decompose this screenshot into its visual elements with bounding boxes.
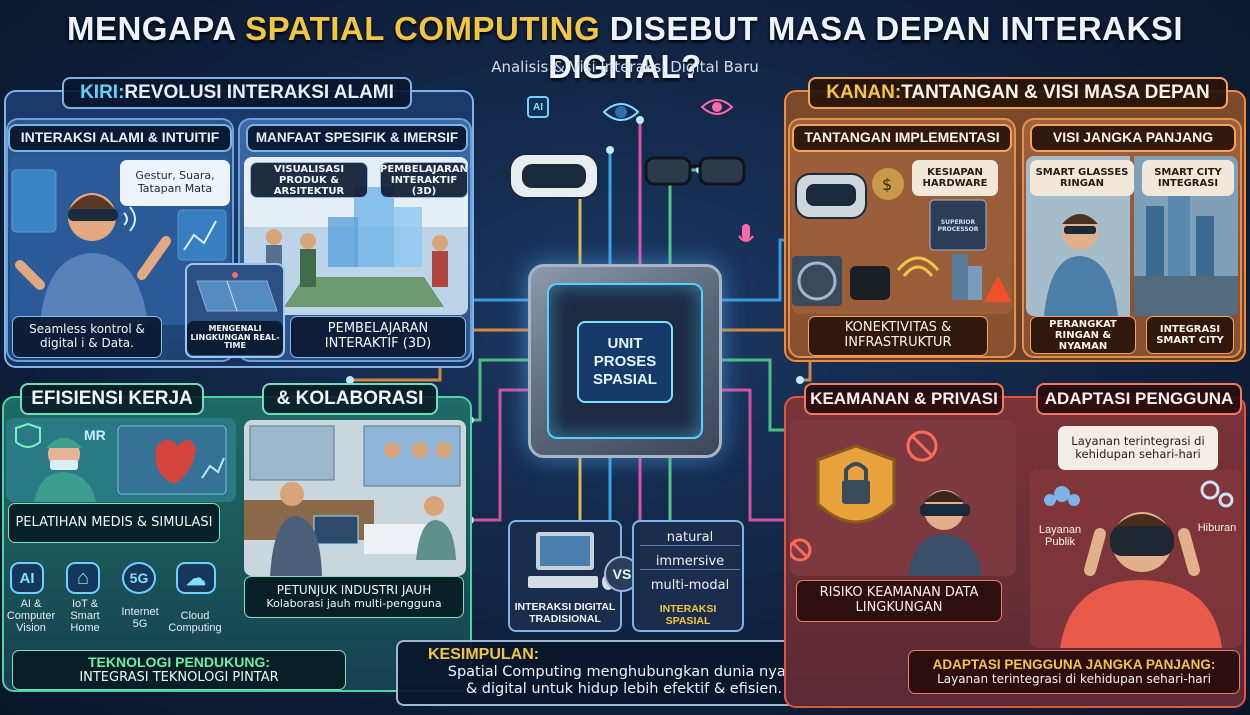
page-title: MENGAPA SPATIAL COMPUTING DISEBUT MASA D…: [0, 10, 1250, 86]
title-prefix: MENGAPA: [66, 10, 246, 47]
spatial-item-immersive: immersive: [640, 554, 740, 570]
benefit-tag-visualization: VISUALISASI PRODUK & ARSITEKTUR: [250, 162, 368, 198]
adaptation-summary-text: Layanan terintegrasi di kehidupan sehari…: [937, 671, 1211, 686]
vr-headset-icon: [499, 140, 610, 210]
microphone-icon: [736, 222, 756, 252]
adaptation-summary-title: ADAPTASI PENGGUNA JANGKA PANJANG:: [932, 657, 1216, 673]
gesture-bubble: Gestur, Suara, Tatapan Mata: [120, 160, 230, 206]
adaptation-scene: [1030, 470, 1242, 648]
mr-label: MR: [84, 427, 106, 443]
security-caption: RISIKO KEAMANAN DATA LINGKUNGAN: [796, 580, 1002, 622]
right-header-rest: TANTANGAN & VISI MASA DEPAN: [901, 81, 1210, 103]
public-service-label: Layanan Publik: [1038, 524, 1082, 549]
spatial-processing-chip: UNIT PROSES SPASIAL: [528, 264, 722, 458]
environment-recognition-label: MENGENALI LINGKUNGAN REAL-TIME: [187, 321, 283, 355]
services-bubble: Layanan terintegrasi di kehidupan sehari…: [1058, 426, 1218, 470]
spatial-item-multimodal: multi-modal: [650, 578, 730, 593]
medical-scene: [6, 418, 236, 502]
natural-caption: Seamless kontrol & digital i & Data.: [12, 316, 162, 358]
collaboration-header: & KOLABORASI: [262, 383, 438, 415]
remote-collab-scene: [244, 420, 466, 576]
remote-caption: PETUNJUK INDUSTRI JAUH Kolaborasi jauh m…: [244, 576, 464, 618]
vision-title: VISI JANGKA PANJANG: [1030, 124, 1236, 152]
left-header-lead: KIRI:: [80, 81, 125, 103]
medical-caption: PELATIHAN MEDIS & SIMULASI: [8, 503, 220, 543]
challenges-title: TANTANGAN IMPLEMENTASI: [792, 124, 1012, 152]
security-scene: [790, 420, 1016, 576]
vision-caption-city: INTEGRASI SMART CITY: [1146, 316, 1234, 354]
vision-tag-glasses: SMART GLASSES RINGAN: [1030, 160, 1134, 196]
title-highlight: SPATIAL COMPUTING: [245, 10, 601, 47]
vision-caption-device: PERANGKAT RINGAN & NYAMAN: [1030, 316, 1136, 354]
svg-text:$: $: [882, 175, 892, 194]
5g-icon: 5G: [122, 562, 156, 594]
benefits-caption: PEMBELAJARAN INTERAKTIF (3D): [290, 316, 466, 358]
benefits-title: MANFAAT SPESIFIK & IMERSIF: [246, 124, 468, 152]
adaptation-header: ADAPTASI PENGGUNA: [1036, 383, 1242, 415]
tech-label-ai: AI & Computer Vision: [6, 598, 56, 635]
remote-caption-line1: PETUNJUK INDUSTRI JAUH: [276, 582, 432, 597]
spatial-label: INTERAKSI SPASIAL: [659, 603, 717, 627]
conclusion-line1: Spatial Computing menghubungkan dunia ny…: [447, 664, 801, 680]
security-header: KEAMANAN & PRIVASI: [804, 383, 1004, 415]
tech-label-5g: Internet 5G: [121, 606, 159, 631]
chip-label: UNIT PROSES SPASIAL: [577, 321, 673, 403]
traditional-label: INTERAKSI DIGITAL TRADISIONAL: [514, 601, 616, 625]
connectivity-caption: KONEKTIVITAS & INFRASTRUKTUR: [808, 316, 988, 356]
efficiency-header: EFISIENSI KERJA: [20, 383, 204, 415]
right-header-lead: KANAN:: [826, 81, 902, 103]
spatial-interaction-card: natural immersive multi-modal INTERAKSI …: [632, 520, 744, 632]
ai-chip-icon: AI: [10, 562, 44, 594]
left-top-header: KIRI: REVOLUSI INTERAKSI ALAMI: [62, 77, 412, 109]
conclusion-title: KESIMPULAN:: [428, 646, 540, 663]
tech-label-cloud: Cloud Computing: [168, 610, 222, 635]
title-suffix: DISEBUT MASA DEPAN INTERAKSI DIGITAL?: [548, 10, 1184, 85]
tech-label-iot: IoT & Smart Home: [70, 598, 100, 635]
support-text: INTEGRASI TEKNOLOGI PINTAR: [79, 669, 279, 685]
smart-home-icon: ⌂: [66, 562, 100, 594]
benefit-tag-learning: PEMBELAJARAN INTERAKTIF (3D): [380, 162, 468, 198]
remote-caption-line2: Kolaborasi jauh multi-pengguna: [266, 596, 442, 610]
smart-glasses-icon: [640, 150, 750, 200]
conclusion-box: KESIMPULAN: Spatial Computing menghubung…: [396, 640, 852, 706]
right-top-header: KANAN: TANTANGAN & VISI MASA DEPAN: [808, 77, 1228, 109]
cloud-icon: ☁: [176, 562, 216, 594]
ai-icon: AI: [527, 96, 549, 118]
natural-interaction-title: INTERAKSI ALAMI & INTUITIF: [8, 124, 232, 152]
hardware-readiness-tag: KESIAPAN HARDWARE: [912, 160, 998, 196]
conclusion-line2: & digital untuk hidup lebih efektif & ef…: [465, 681, 783, 698]
vision-tag-city: SMART CITY INTEGRASI: [1142, 160, 1234, 196]
support-title: TEKNOLOGI PENDUKUNG:: [88, 654, 270, 671]
superior-processor-label: SUPERIOR PROCESSOR: [937, 218, 979, 233]
spatial-item-natural: natural: [640, 530, 740, 546]
environment-recognition-card: MENGENALI LINGKUNGAN REAL-TIME: [185, 263, 285, 358]
page-subtitle: Analisis & Visi Interaksi Digital Baru: [491, 58, 759, 76]
entertainment-label: Hiburan: [1197, 522, 1237, 534]
support-technology-box: TEKNOLOGI PENDUKUNG: INTEGRASI TEKNOLOGI…: [12, 650, 346, 690]
left-header-rest: REVOLUSI INTERAKSI ALAMI: [124, 81, 394, 103]
ai-eye-icon: [602, 100, 640, 124]
adaptation-summary-box: ADAPTASI PENGGUNA JANGKA PANJANG: Layana…: [908, 650, 1240, 694]
eye-tracking-icon: [700, 96, 734, 118]
